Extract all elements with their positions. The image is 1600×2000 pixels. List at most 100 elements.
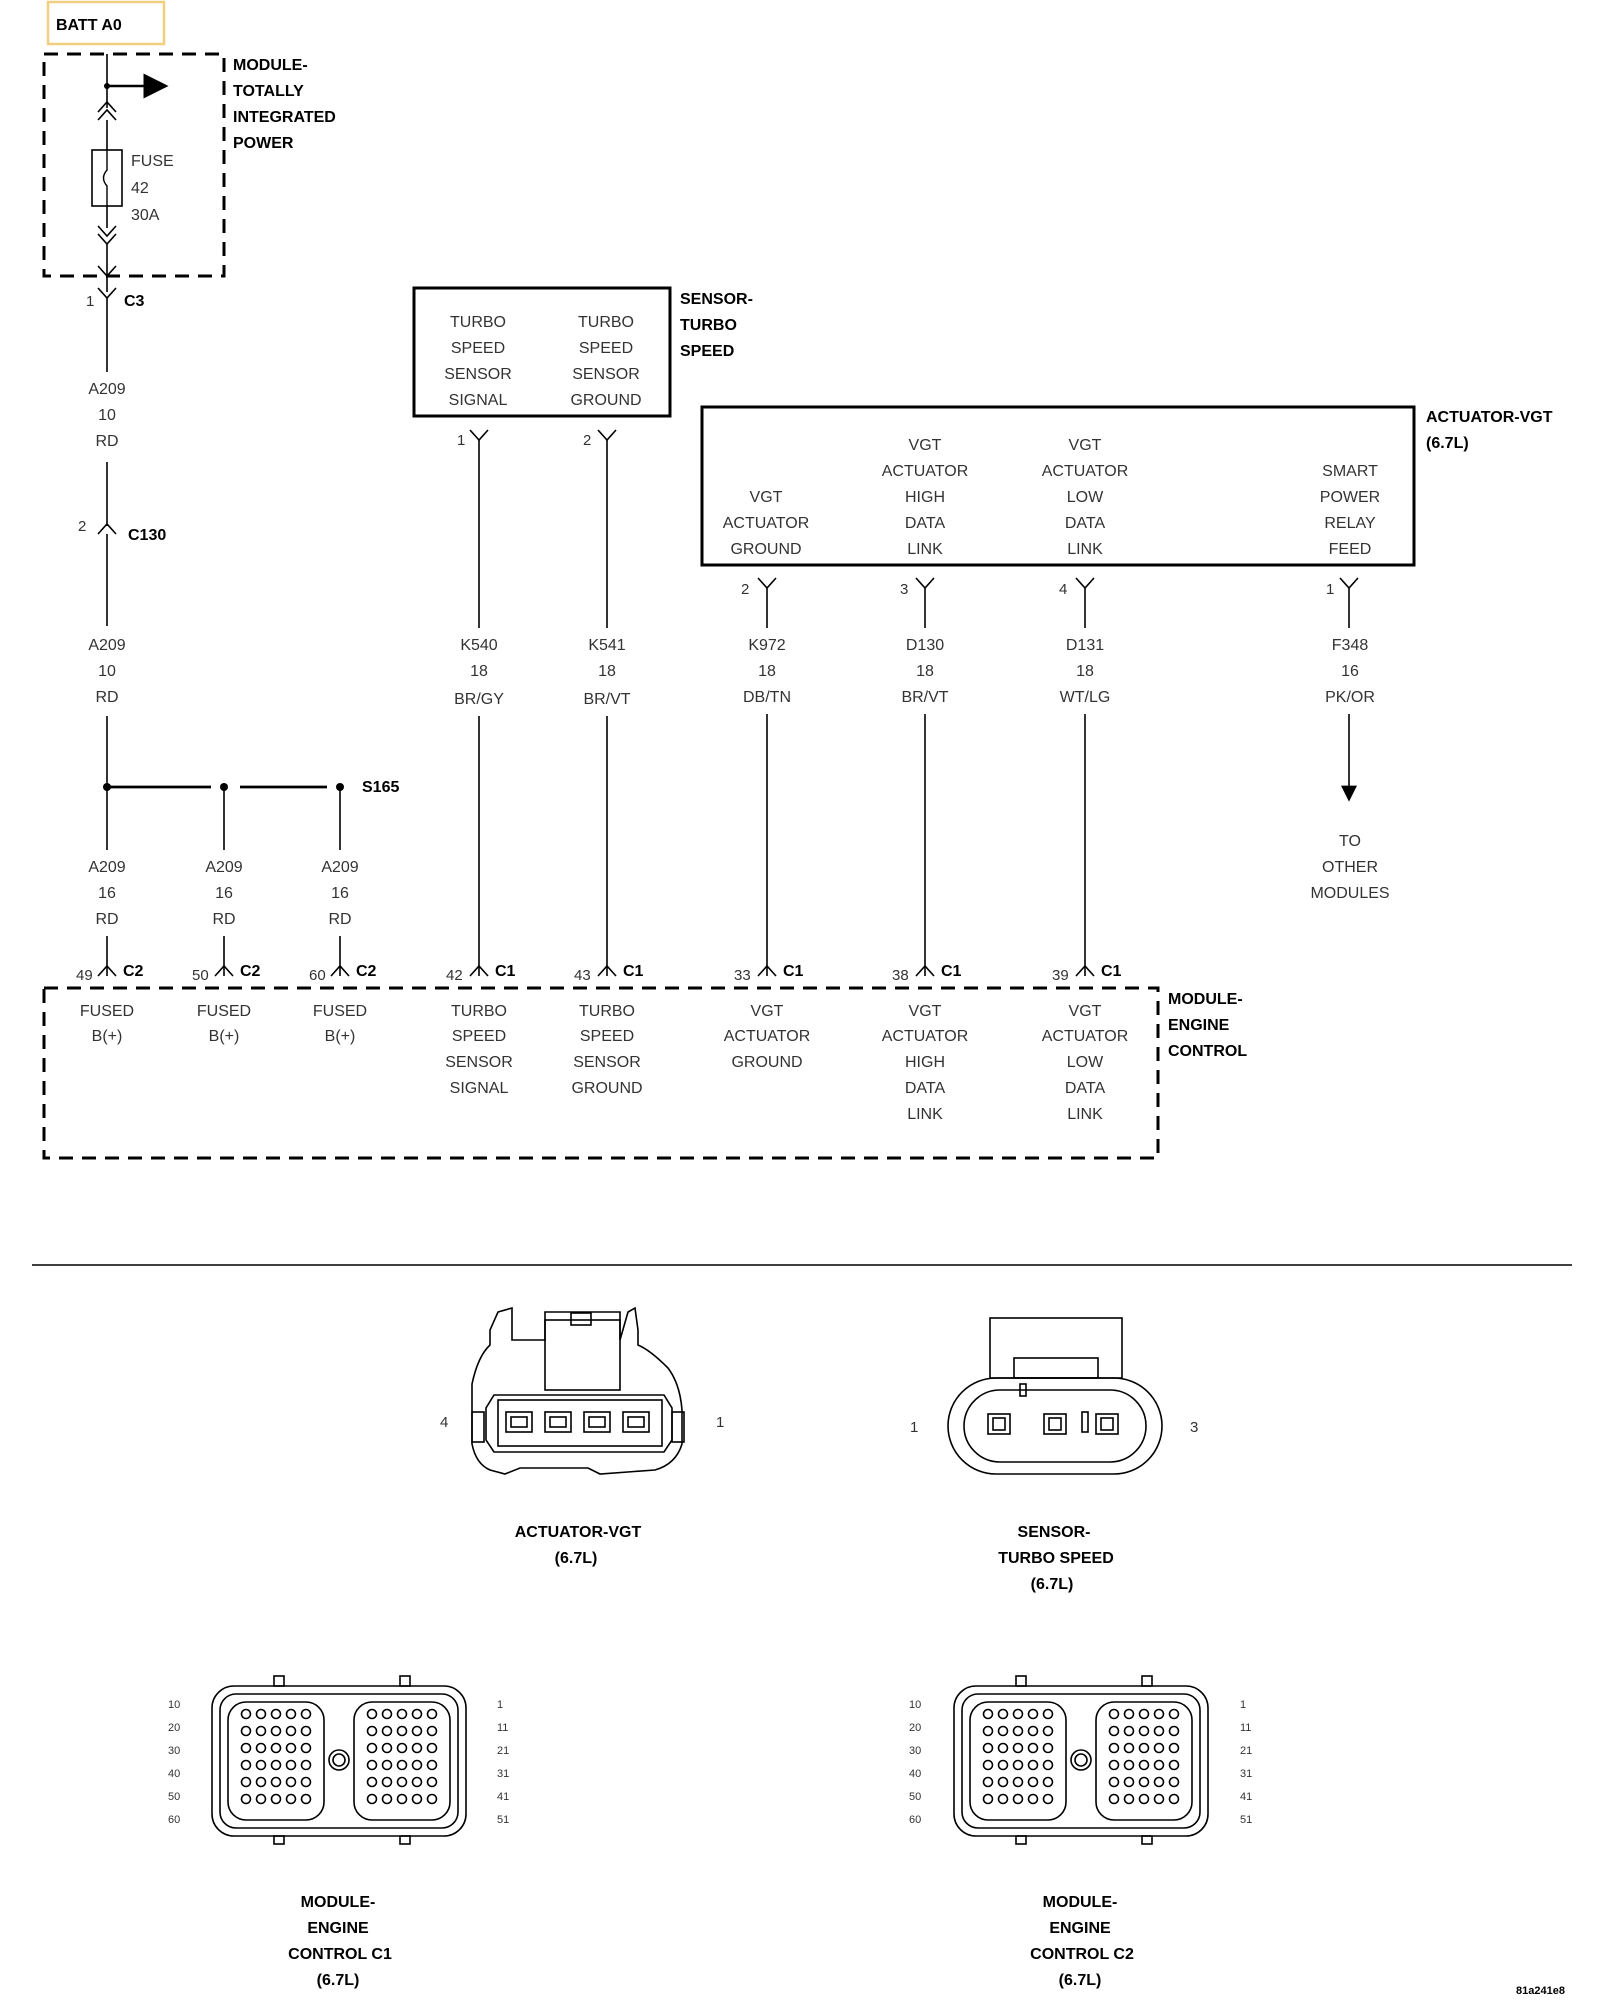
- actuator-pin1-connector: [1339, 577, 1359, 590]
- sensor-connector-view: [947, 1317, 1163, 1475]
- sensor-pin2-connector: [597, 429, 617, 442]
- ecm-c2-center-bolt: [1070, 1749, 1092, 1771]
- wire-d130-color: BR/VT: [901, 689, 948, 706]
- ecm-c2-pin-cavity-l-3-1: [997, 1759, 1009, 1771]
- ecm-c1-pin-cavity-r-4-3: [411, 1776, 423, 1788]
- ecm-c1-pin-cavity-l-5-0: [240, 1793, 252, 1805]
- actuator-conn-body: [471, 1306, 683, 1475]
- sensor-box: [412, 286, 672, 418]
- branch-2-connector: [214, 964, 234, 977]
- ecm-c2-pin-cavity-l-3-2: [1012, 1759, 1024, 1771]
- ecm-c1-cavity-block-left: [227, 1701, 325, 1821]
- feed-wire-a209: 1 C3 A209 10 RD 2 C130 A209 10 RD: [78, 276, 166, 787]
- actuator-pin4-func-4: DATA: [1065, 515, 1106, 532]
- ecm-c1-pin-cavity-r-3-1: [381, 1759, 393, 1771]
- ecm-c1-pin-cavity-l-3-4: [300, 1759, 312, 1771]
- ecm-c1-pin-cavity-r-4-4: [426, 1776, 438, 1788]
- c1-right-number-2: 11: [497, 1722, 508, 1734]
- destination-line-2: OTHER: [1322, 859, 1378, 876]
- actuator-conn-cavity-block: [497, 1399, 663, 1447]
- ecm-c1-pin-cavity-r-0-2: [396, 1708, 408, 1720]
- ecm-c1-pin-cavity-r-1-0: [366, 1725, 378, 1737]
- branch-3-gauge: 16: [331, 885, 349, 902]
- sensor-pin1-func-3: SENSOR: [444, 366, 512, 383]
- sensor-pin2-func-3: SENSOR: [572, 366, 640, 383]
- ecm-pin42-func-1: TURBO: [451, 1003, 507, 1020]
- ecm-pin38-func-5: LINK: [907, 1106, 943, 1123]
- wire-d131-circuit: D131: [1066, 637, 1104, 654]
- ecm-c2-pin-cavity-l-2-0: [982, 1742, 994, 1754]
- actuator-pin2-func-1: VGT: [750, 489, 783, 506]
- wire-k540-color: BR/GY: [454, 691, 504, 708]
- sensor-conn-body-outer: [947, 1377, 1163, 1475]
- ecm-c2-pin-cavity-r-5-1: [1123, 1793, 1135, 1805]
- ecm-c2-pin-cavity-l-1-0: [982, 1725, 994, 1737]
- ecm-c2-pin-cavity-l-0-3: [1027, 1708, 1039, 1720]
- actuator-pin4-func-2: ACTUATOR: [1042, 463, 1129, 480]
- ecm-c2-pin-cavity-l-4-1: [997, 1776, 1009, 1788]
- wire-k972-gauge: 18: [758, 663, 776, 680]
- ecm-c2-top-tab-left: [1015, 1675, 1027, 1687]
- tipm-title-3: INTEGRATED: [233, 109, 336, 126]
- ecm-c2-pin-cavity-l-5-4: [1042, 1793, 1054, 1805]
- c2-left-number-4: 40: [909, 1768, 921, 1780]
- ecm-c1-pin-cavity-l-5-1: [255, 1793, 267, 1805]
- ecm-c1-pin-cavity-r-1-3: [411, 1725, 423, 1737]
- ecm-c2-pin-cavity-l-3-0: [982, 1759, 994, 1771]
- actuator-pin2-connector: [757, 577, 777, 590]
- ecm-c2-pin-cavity-l-4-4: [1042, 1776, 1054, 1788]
- sensor-title-1: SENSOR-: [680, 291, 753, 308]
- ecm-pin42-func-3: SENSOR: [445, 1054, 513, 1071]
- c130-connector-symbol: [97, 522, 117, 535]
- c1-left-number-3: 30: [168, 1745, 180, 1757]
- ecm-c2-pin-cavity-l-0-4: [1042, 1708, 1054, 1720]
- c2-right-number-6: 51: [1240, 1814, 1252, 1826]
- c1-view-label-3: CONTROL C1: [288, 1946, 392, 1963]
- branch-2-pin: 50: [192, 967, 209, 984]
- sensor-view-pin-right: 3: [1190, 1419, 1198, 1436]
- ecm-pin43-func-1: TURBO: [579, 1003, 635, 1020]
- sensor-turbo-speed: SENSOR- TURBO SPEED TURBO SPEED SENSOR S…: [412, 286, 753, 449]
- ecm-c1-pin-cavity-l-0-3: [285, 1708, 297, 1720]
- ecm-c2-pin-cavity-l-1-2: [1012, 1725, 1024, 1737]
- branch-1-connector: [97, 964, 117, 977]
- branch-1-conn: C2: [123, 963, 144, 980]
- sensor-pin1-func-4: SIGNAL: [449, 392, 508, 409]
- sensor-pin1-func-2: SPEED: [451, 340, 505, 357]
- c1-right-number-6: 51: [497, 1814, 509, 1826]
- ecm-c1-pin-cavity-l-1-0: [240, 1725, 252, 1737]
- c1-right-number-4: 31: [497, 1768, 509, 1780]
- ecm-pin43-func-3: SENSOR: [573, 1054, 641, 1071]
- branch-2-conn: C2: [240, 963, 261, 980]
- actuator-pin3-connector: [915, 577, 935, 590]
- ecm-c2-pin-cavity-r-1-0: [1108, 1725, 1120, 1737]
- ecm-c2-pin-cavity-r-3-2: [1138, 1759, 1150, 1771]
- a209-circuit-1: A209: [88, 381, 125, 398]
- destination-line-3: MODULES: [1310, 885, 1389, 902]
- ecm-c1-pin-cavity-l-3-1: [255, 1759, 267, 1771]
- c2-view-label-4: (6.7L): [1059, 1972, 1102, 1989]
- branch-1-circuit: A209: [88, 859, 125, 876]
- ecm-c1-shell: [211, 1675, 467, 1845]
- fuse-line-2: 42: [131, 180, 149, 197]
- ecm-c1-pin-cavity-r-1-1: [381, 1725, 393, 1737]
- wire-k540-circuit: K540: [460, 637, 497, 654]
- c2-view-label-2: ENGINE: [1049, 1920, 1111, 1937]
- c2-left-number-6: 60: [909, 1814, 921, 1826]
- fuse-lower-chevron: [97, 225, 117, 238]
- ecm-c1-connector-view: [211, 1675, 467, 1845]
- ecm-c1-pin-cavity-l-4-3: [285, 1776, 297, 1788]
- ecm-c2-bottom-tab-left: [1015, 1835, 1027, 1845]
- tipm-outline: [42, 52, 226, 278]
- ecm-pin39-func-4: DATA: [1065, 1080, 1106, 1097]
- sensor-pin2: 2: [583, 432, 591, 449]
- sensor-title-2: TURBO: [680, 317, 737, 334]
- actuator-pin3-func-5: LINK: [907, 541, 943, 558]
- ecm-pin39-func-1: VGT: [1069, 1003, 1102, 1020]
- tipm-module: MODULE- TOTALLY INTEGRATED POWER FUSE 42…: [42, 52, 336, 278]
- fuse-upper-chevron-2: [97, 100, 117, 113]
- ecm-c2-pin-cavity-l-2-4: [1042, 1742, 1054, 1754]
- ecm-pin42-func-2: SPEED: [452, 1028, 506, 1045]
- sensor-view-label-3: (6.7L): [1031, 1576, 1074, 1593]
- wire-k540-gauge: 18: [470, 663, 488, 680]
